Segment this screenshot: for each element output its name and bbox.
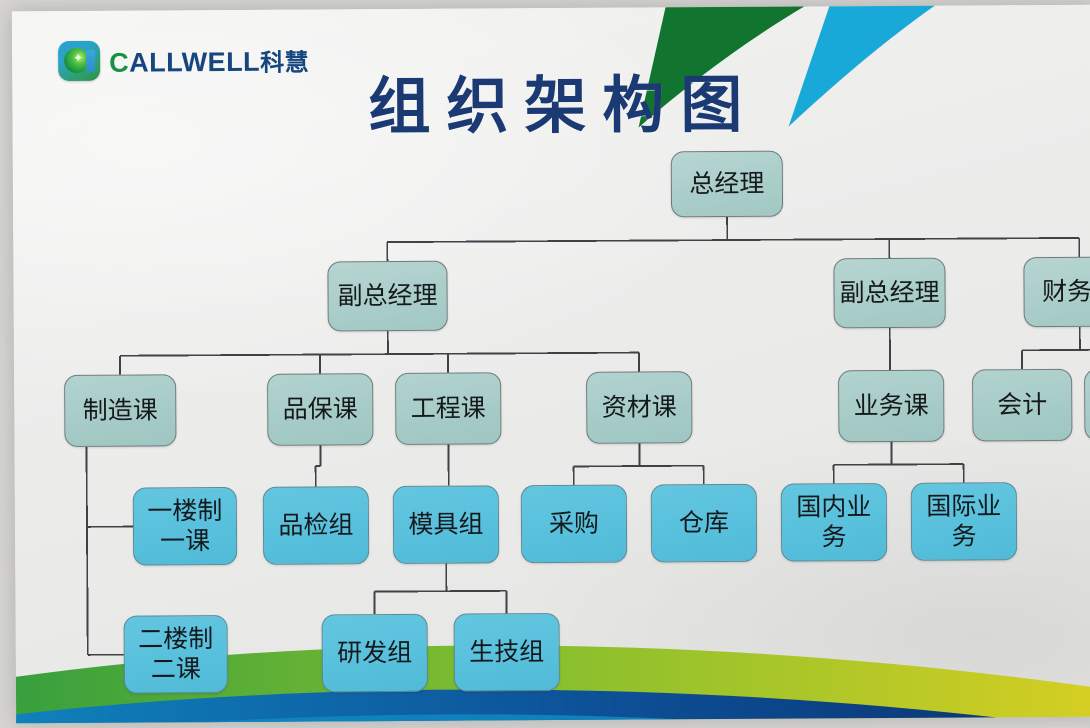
org-node-domestic: 国内业务 bbox=[780, 482, 888, 562]
org-node-label: 工程课 bbox=[410, 393, 486, 423]
org-node-mfg: 制造课 bbox=[64, 374, 177, 448]
org-node-qa: 品保课 bbox=[267, 373, 374, 446]
org-chart-canvas: 总经理副总经理 副总经理 财务部制造课 品保课 工程课 资材课 业务课 会计一楼制一课二楼制二… bbox=[12, 5, 1090, 724]
org-node-label: 模具组 bbox=[408, 509, 484, 539]
connector-bus-vp1 bbox=[119, 351, 639, 357]
org-node-label: 品检组 bbox=[278, 509, 354, 540]
org-node-label: 仓库 bbox=[678, 507, 730, 538]
org-node-materials: 资材课 bbox=[586, 371, 693, 444]
org-node-vp1: 副总经理 bbox=[327, 260, 448, 332]
org-node-label: 财务部 bbox=[1041, 276, 1090, 306]
org-node-gm: 总经理 bbox=[670, 150, 784, 218]
org-node-intl: 国际业务 bbox=[910, 482, 1018, 561]
org-node-label: 一楼制一课 bbox=[147, 495, 223, 556]
org-node-label: 业务课 bbox=[853, 390, 929, 420]
org-node-label: 国内业务 bbox=[796, 491, 872, 552]
poster-board: ✦ CALLWELL科慧 组织架构图 总经理副总经理副总经理财务部制造课品保课工… bbox=[11, 4, 1090, 724]
org-node-purchase: 采购 bbox=[520, 484, 628, 564]
org-node-label: 副总经理 bbox=[337, 280, 438, 311]
org-node-label: 品保课 bbox=[282, 393, 358, 424]
connector-bus-mold bbox=[374, 589, 507, 593]
org-node-rd: 研发组 bbox=[321, 613, 428, 693]
org-node-label: 资材课 bbox=[601, 392, 677, 422]
org-node-label: 国际业务 bbox=[926, 490, 1002, 551]
org-node-inspect: 品检组 bbox=[262, 486, 370, 565]
org-node-label: 研发组 bbox=[337, 637, 413, 668]
connector-bus-finance bbox=[1021, 348, 1090, 352]
org-node-finance: 财务部 bbox=[1023, 256, 1090, 328]
connector-trunk-mfg bbox=[85, 446, 89, 655]
org-node-sales: 业务课 bbox=[838, 369, 945, 443]
org-node-label: 会计 bbox=[997, 389, 1048, 420]
org-node-label: 总经理 bbox=[689, 168, 765, 198]
org-chart-connectors bbox=[85, 216, 1090, 656]
connector-bus-gm bbox=[387, 237, 1080, 244]
org-node-warehouse: 仓库 bbox=[650, 483, 758, 563]
org-node-label: 生技组 bbox=[469, 636, 545, 667]
org-node-mfg2: 二楼制二课 bbox=[123, 615, 229, 694]
org-node-fin2 bbox=[1084, 368, 1090, 441]
org-node-label: 制造课 bbox=[82, 395, 158, 425]
org-node-vp2: 副总经理 bbox=[833, 257, 946, 329]
org-node-eng: 工程课 bbox=[395, 372, 502, 445]
org-node-label: 二楼制二课 bbox=[138, 623, 214, 684]
org-node-mfg1: 一楼制一课 bbox=[132, 486, 238, 566]
org-node-label: 副总经理 bbox=[839, 277, 940, 308]
org-node-label: 采购 bbox=[548, 508, 600, 538]
org-node-mold: 模具组 bbox=[392, 485, 500, 565]
org-node-account: 会计 bbox=[972, 368, 1073, 442]
connector-bus-sales bbox=[833, 463, 964, 466]
connector-bus-materials bbox=[573, 464, 704, 468]
org-node-prodtech: 生技组 bbox=[453, 612, 560, 692]
